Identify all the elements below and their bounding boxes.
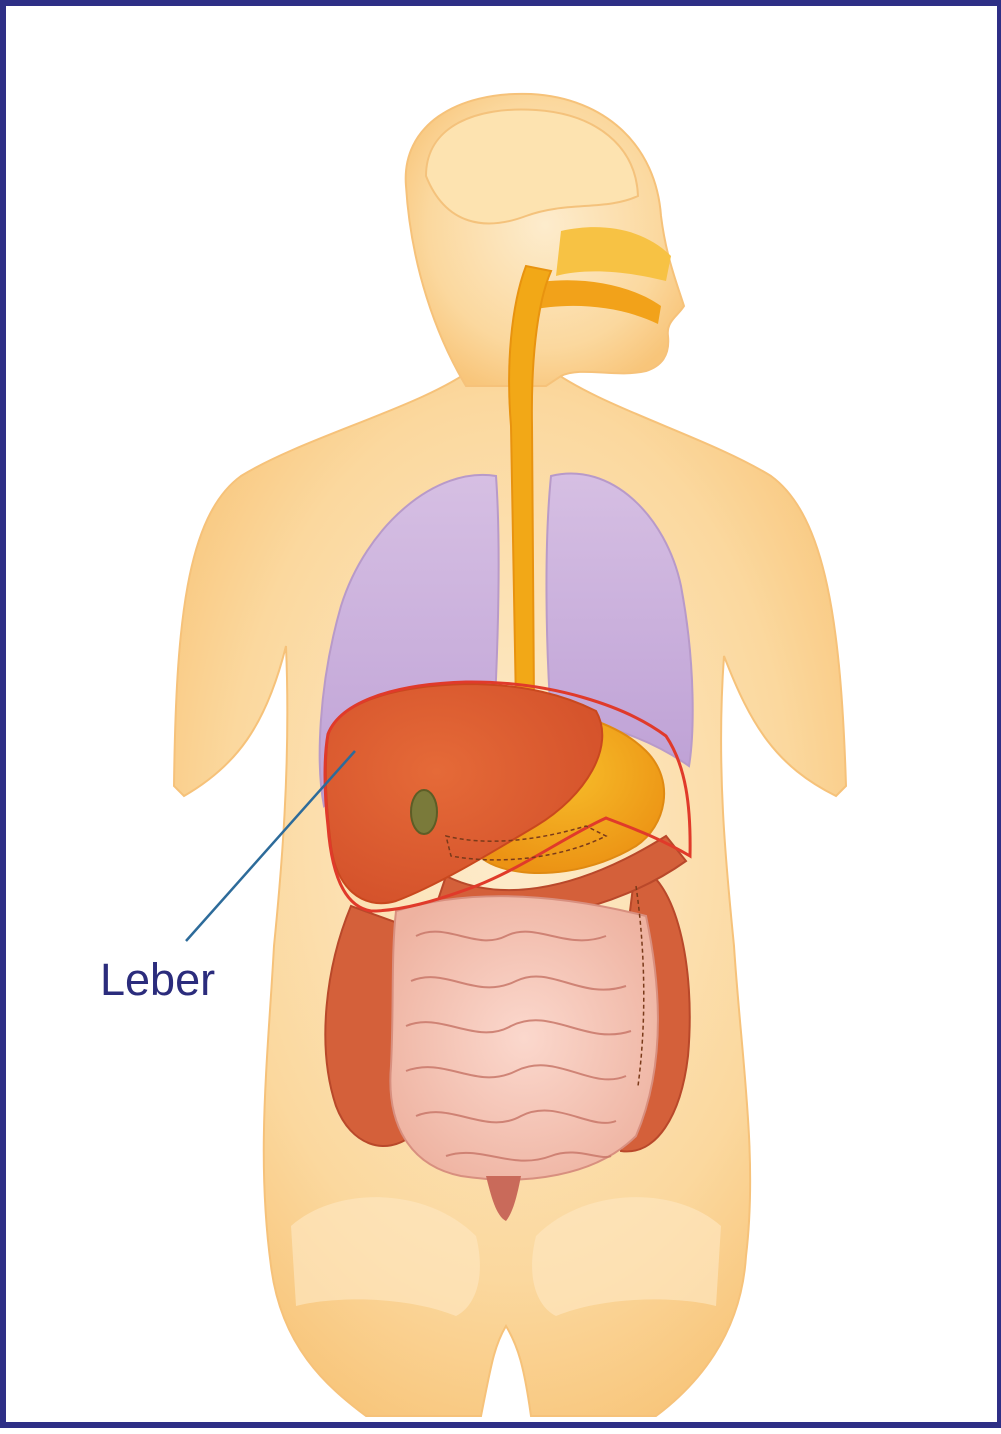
digestive-system-illustration — [6, 6, 1001, 1434]
gallbladder — [411, 790, 437, 834]
small-intestine — [390, 896, 658, 1179]
liver-label: Leber — [100, 952, 215, 1008]
